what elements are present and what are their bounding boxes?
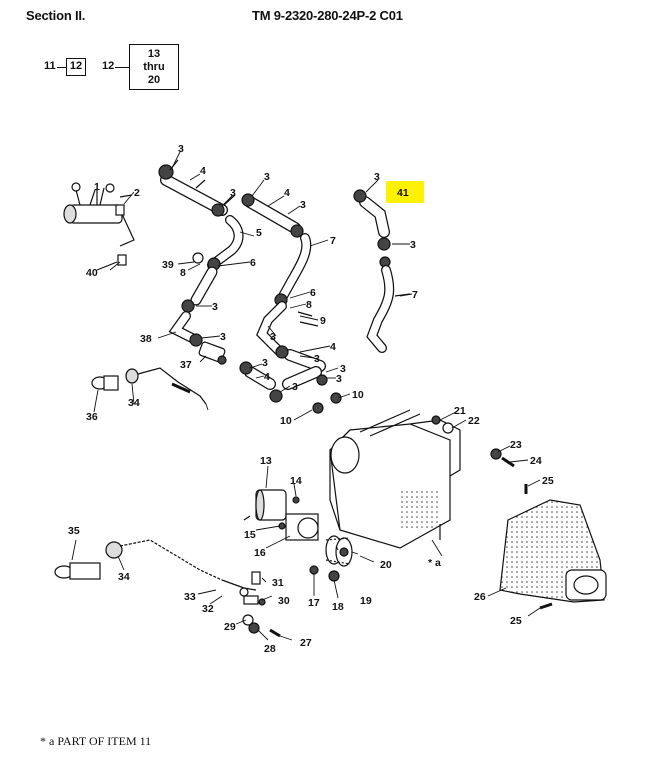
air-duct [499, 499, 607, 603]
callout-26: 26 [474, 591, 486, 603]
callout-20: 20 [380, 559, 392, 571]
callout-41-highlight [386, 181, 424, 203]
callout-36: 36 [86, 411, 98, 423]
figure-key-lead-12: 12 [102, 60, 115, 72]
note-marker: * a [428, 557, 441, 569]
callout-3: 3 [336, 373, 342, 385]
callout-10: 10 [352, 389, 364, 401]
callout-37: 37 [180, 359, 192, 371]
callout-14: 14 [290, 475, 302, 487]
figure-key-box-13-thru-20: 13 thru 20 [129, 44, 179, 90]
callout-28: 28 [264, 643, 276, 655]
callout-3: 3 [300, 199, 306, 211]
leader-lines [71, 151, 541, 641]
callout-27: 27 [300, 637, 312, 649]
hose-middle-chain [244, 301, 326, 390]
callout-9: 9 [320, 315, 326, 327]
callout-8: 8 [306, 299, 312, 311]
hose-7-right [366, 265, 395, 353]
callout-22: 22 [468, 415, 480, 427]
hose-41 [359, 196, 390, 238]
figure-key-box-12: 12 [66, 58, 86, 76]
callout-35: 35 [68, 525, 80, 537]
callout-17: 17 [308, 597, 320, 609]
callout-24: 24 [530, 455, 542, 467]
callout-32: 32 [202, 603, 214, 615]
callout-21: 21 [454, 405, 466, 417]
callout-16: 16 [254, 547, 266, 559]
hose-7-left [277, 233, 312, 303]
callout-2: 2 [134, 187, 140, 199]
callout-3: 3 [374, 171, 380, 183]
hose-4-upper [160, 174, 228, 216]
callout-7: 7 [412, 289, 418, 301]
callout-3: 3 [264, 171, 270, 183]
callout-5: 5 [256, 227, 262, 239]
callout-4: 4 [284, 187, 290, 199]
callout-3: 3 [212, 301, 218, 313]
callout-6: 6 [310, 287, 316, 299]
figure-key-box-label: 12 [69, 60, 83, 72]
drawing-lines [54, 159, 607, 638]
callout-13: 13 [260, 455, 272, 467]
callout-labels: 3 4 3 3 4 3 5 7 3 41 3 7 1 2 40 39 8 6 3… [68, 143, 554, 655]
key-leader-line [57, 67, 66, 68]
figure-key-box-label: 13 thru 20 [143, 48, 165, 86]
section-title: Section II. [26, 8, 86, 23]
callout-34: 34 [118, 571, 130, 583]
hose-5 [207, 215, 244, 270]
callout-3: 3 [340, 363, 346, 375]
callout-7: 7 [330, 235, 336, 247]
callout-25: 25 [542, 475, 554, 487]
blower-wheel [325, 535, 353, 567]
callout-18: 18 [332, 601, 344, 613]
key-leader-line [115, 67, 129, 68]
callout-33: 33 [184, 591, 196, 603]
callout-4: 4 [330, 341, 336, 353]
hose-left-chain [168, 266, 218, 343]
callout-15: 15 [244, 529, 256, 541]
footnote: * a PART OF ITEM 11 [40, 734, 152, 748]
callout-4: 4 [200, 165, 206, 177]
callout-3: 3 [220, 331, 226, 343]
callout-3: 3 [262, 357, 268, 369]
callout-3: 3 [410, 239, 416, 251]
callout-3: 3 [292, 381, 298, 393]
callout-31: 31 [272, 577, 284, 589]
hose-4-middle [244, 196, 301, 234]
callout-29: 29 [224, 621, 236, 633]
heater-housing [329, 409, 461, 549]
callout-3: 3 [178, 143, 184, 155]
callout-40: 40 [86, 267, 98, 279]
callout-3: 3 [314, 353, 320, 365]
callout-19: 19 [360, 595, 372, 607]
callout-4: 4 [264, 371, 270, 383]
figure-key-lead-11: 11 [44, 60, 56, 72]
callout-8: 8 [180, 267, 186, 279]
callout-3: 3 [230, 187, 236, 199]
callout-30: 30 [278, 595, 290, 607]
harness-bracket-part [69, 204, 123, 224]
callout-6: 6 [250, 257, 256, 269]
callout-41: 41 [397, 187, 409, 199]
callout-38: 38 [140, 333, 152, 345]
callout-39: 39 [162, 259, 174, 271]
callout-25: 25 [510, 615, 522, 627]
callout-1: 1 [94, 181, 100, 193]
callout-3: 3 [270, 331, 276, 343]
tm-number: TM 9-2320-280-24P-2 C01 [252, 8, 403, 23]
callout-34: 34 [128, 397, 140, 409]
callout-23: 23 [510, 439, 522, 451]
callout-10: 10 [280, 415, 292, 427]
